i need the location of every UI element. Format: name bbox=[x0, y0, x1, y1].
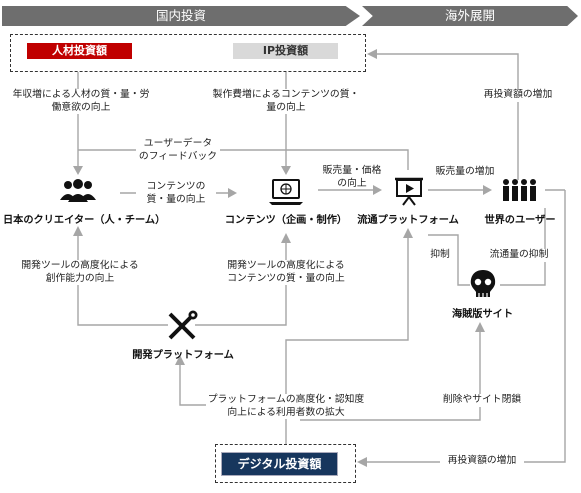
overseas-expansion-band: 海外展開 bbox=[362, 6, 578, 26]
user-feedback-label: ユーザーデータのフィードバック bbox=[136, 138, 220, 163]
sales-price-label: 販売量・価格の向上 bbox=[322, 165, 382, 189]
tool-creative-label: 開発ツールの高度化による創作能力の向上 bbox=[18, 260, 142, 285]
laptop-globe-icon bbox=[269, 179, 303, 205]
platform-advancement-label: プラットフォームの高度化・認知度向上による利用者数の拡大 bbox=[206, 394, 366, 419]
arrow-digital-to-platform bbox=[285, 235, 409, 444]
ip-investment-tag: IP投資額 bbox=[233, 43, 338, 59]
sales-up-label: 販売量の増加 bbox=[435, 166, 495, 177]
human-capital-investment-tag: 人材投資額 bbox=[27, 43, 132, 59]
takedown-label: 削除やサイト閉鎖 bbox=[440, 394, 524, 407]
income-up-label: 年収増による人材の質・量・労働意欲の向上 bbox=[6, 89, 156, 114]
piracy-node-label: 海賊版サイト bbox=[451, 309, 514, 320]
tool-content-label: 開発ツールの高度化によるコンテンツの質・量の向上 bbox=[218, 260, 354, 285]
digital-investment-box bbox=[215, 444, 356, 483]
arrow-users-piracy bbox=[500, 208, 546, 286]
platform-node-label: 流通プラットフォーム bbox=[357, 215, 459, 226]
content-node-label: コンテンツ（企画・制作） bbox=[224, 215, 348, 226]
arrow-piracy-suppress bbox=[428, 234, 470, 286]
users-node-label: 世界のユーザー bbox=[484, 215, 556, 226]
budget-up-label: 製作費増によるコンテンツの質・量の向上 bbox=[210, 89, 362, 114]
skull-icon bbox=[470, 270, 496, 297]
crowd-icon bbox=[503, 179, 536, 201]
arrow-takedown bbox=[300, 330, 481, 421]
top-investment-box bbox=[10, 34, 366, 72]
arrow-reinvest-bottom bbox=[365, 190, 566, 463]
suppress-label: 抑制 bbox=[424, 249, 456, 262]
video-screen-icon bbox=[395, 177, 423, 206]
distribution-suppress-label: 流通量の抑制 bbox=[486, 249, 552, 262]
reinvest-top-label: 再投資額の増加 bbox=[476, 89, 560, 102]
reinvest-bottom-label: 再投資額の増加 bbox=[440, 455, 524, 468]
domestic-investment-band: 国内投資 bbox=[2, 6, 360, 26]
arrow-reinvest-top bbox=[375, 53, 519, 180]
people-group-icon bbox=[60, 179, 96, 202]
dev-platform-node-label: 開発プラットフォーム bbox=[132, 350, 234, 361]
creators-node-label: 日本のクリエイター（人・チーム） bbox=[3, 215, 166, 226]
content-quality-label: コンテンツの質・量の向上 bbox=[136, 181, 216, 206]
digital-investment-tag: デジタル投資額 bbox=[221, 452, 338, 476]
tools-icon bbox=[168, 310, 198, 340]
